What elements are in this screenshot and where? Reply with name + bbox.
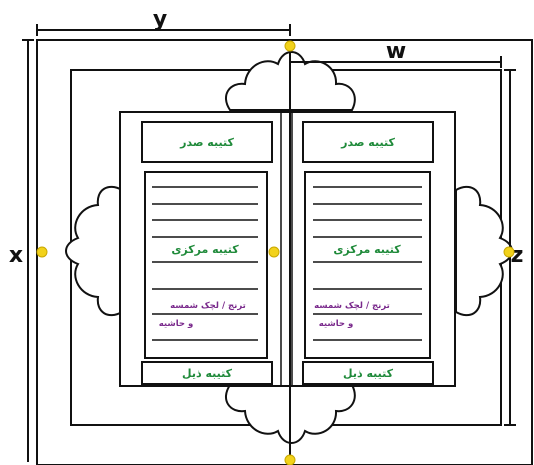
left-note-line2: و حاشیه [159, 319, 194, 329]
right-top-cartouche [302, 121, 434, 163]
dimension-label-z: z [511, 243, 524, 268]
right-note-line2: و حاشیه [319, 319, 354, 329]
left-medallion [65, 185, 123, 317]
left-text-lines [152, 186, 258, 341]
left-top-label: کتیبه صدر [179, 136, 234, 149]
dimension-label-x: x [9, 243, 23, 268]
left-bottom-label: کتیبه ذیل [182, 367, 233, 380]
axis-markers [36, 40, 515, 465]
left-top-cartouche [141, 121, 273, 163]
dimension-label-w: w [386, 39, 406, 64]
right-text-lines [313, 186, 422, 341]
left-center-label: کتیبه مرکزی [171, 243, 239, 256]
left-center-panel [144, 171, 268, 359]
marker-top [284, 40, 296, 52]
right-center-label: کتیبه مرکزی [333, 243, 401, 256]
right-note-line1: ترنج / لچک شمسه [314, 301, 390, 311]
right-top-label: کتیبه صدر [340, 136, 395, 149]
dimension-label-y: y [153, 7, 167, 32]
book-outline [119, 111, 456, 387]
right-center-panel [304, 171, 431, 359]
marker-center [268, 246, 280, 258]
left-bottom-cartouche [141, 361, 273, 385]
right-bottom-cartouche [302, 361, 434, 385]
marker-left [36, 246, 48, 258]
left-note-line1: ترنج / لچک شمسه [170, 301, 246, 311]
marker-right [503, 246, 515, 258]
right-bottom-label: کتیبه ذیل [343, 367, 394, 380]
marker-bottom [284, 454, 296, 465]
